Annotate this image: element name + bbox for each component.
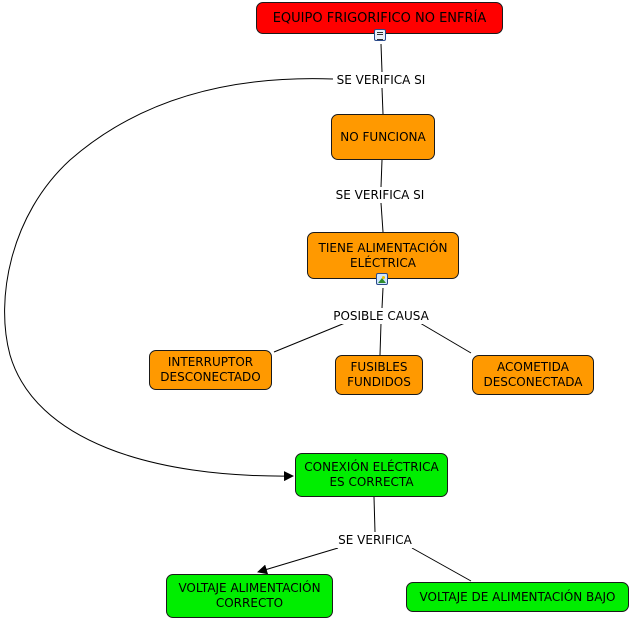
- link-label-verifica-2: SE VERIFICA SI: [333, 187, 427, 203]
- node-no-funciona[interactable]: NO FUNCIONA: [331, 114, 435, 160]
- connector-verifica-to-conexion: [4, 78, 334, 482]
- node-voltaje-bajo[interactable]: VOLTAJE DE ALIMENTACIÓN BAJO: [406, 582, 629, 612]
- node-interruptor-desconectado[interactable]: INTERRUPTOR DESCONECTADO: [149, 350, 272, 390]
- connector-verifica-to-alimentacion: [380, 202, 384, 233]
- connector-verifica-to-voltaje-correcto: [257, 547, 339, 575]
- connector-conexion-to-verifica: [373, 496, 376, 533]
- node-conexion-correcta[interactable]: CONEXIÓN ELÉCTRICA ES CORRECTA: [295, 453, 448, 497]
- connector-causa-to-acometida: [419, 322, 472, 354]
- connector-root-to-verifica: [380, 43, 383, 73]
- connector-alimentacion-to-causa: [381, 287, 384, 309]
- document-icon[interactable]: [374, 29, 386, 41]
- connector-causa-to-fusibles: [379, 322, 382, 356]
- connector-causa-to-interruptor: [273, 322, 346, 353]
- connector-verifica-to-no-funciona: [381, 87, 384, 115]
- link-label-verifica-1: SE VERIFICA SI: [334, 72, 428, 88]
- node-acometida-desconectada[interactable]: ACOMETIDA DESCONECTADA: [472, 355, 594, 395]
- link-label-se-verifica: SE VERIFICA: [336, 532, 414, 548]
- connector-no-funciona-to-verifica: [380, 159, 383, 188]
- node-fusibles-fundidos[interactable]: FUSIBLES FUNDIDOS: [335, 355, 423, 395]
- node-tiene-alimentacion[interactable]: TIENE ALIMENTACIÓN ELÉCTRICA: [307, 232, 459, 279]
- image-icon[interactable]: [376, 273, 388, 285]
- node-voltaje-correcto[interactable]: VOLTAJE ALIMENTACIÓN CORRECTO: [166, 574, 333, 618]
- connector-verifica-to-voltaje-bajo: [411, 547, 472, 582]
- node-equipo-frigorifico[interactable]: EQUIPO FRIGORIFICO NO ENFRÍA: [256, 2, 503, 34]
- link-label-posible-causa: POSIBLE CAUSA: [331, 308, 431, 324]
